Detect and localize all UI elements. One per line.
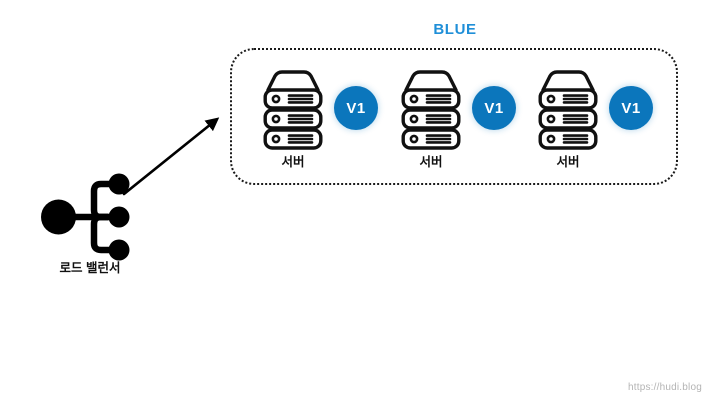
server-label: 서버 xyxy=(281,155,305,169)
arrow-up-right-icon xyxy=(118,100,238,200)
server-label: 서버 xyxy=(419,155,443,169)
blue-group-container xyxy=(230,48,678,185)
watermark: https://hudi.blog xyxy=(627,382,702,393)
server-unit: 서버 V1 xyxy=(262,68,382,178)
server-rack-icon xyxy=(537,68,599,152)
load-balancer-label: 로드 밸런서 xyxy=(59,261,121,275)
version-badge: V1 xyxy=(472,86,516,130)
server-rack-icon xyxy=(262,68,324,152)
server-rack-icon xyxy=(400,68,462,152)
version-badge: V1 xyxy=(334,86,378,130)
server-unit: 서버 V1 xyxy=(400,68,520,178)
load-balancer-share-icon xyxy=(40,173,140,266)
load-balancer: 로드 밸런서 xyxy=(40,172,140,275)
server-label: 서버 xyxy=(556,155,580,169)
version-badge: V1 xyxy=(609,86,653,130)
server-unit: 서버 V1 xyxy=(537,68,657,178)
blue-group-title: BLUE xyxy=(433,21,477,38)
